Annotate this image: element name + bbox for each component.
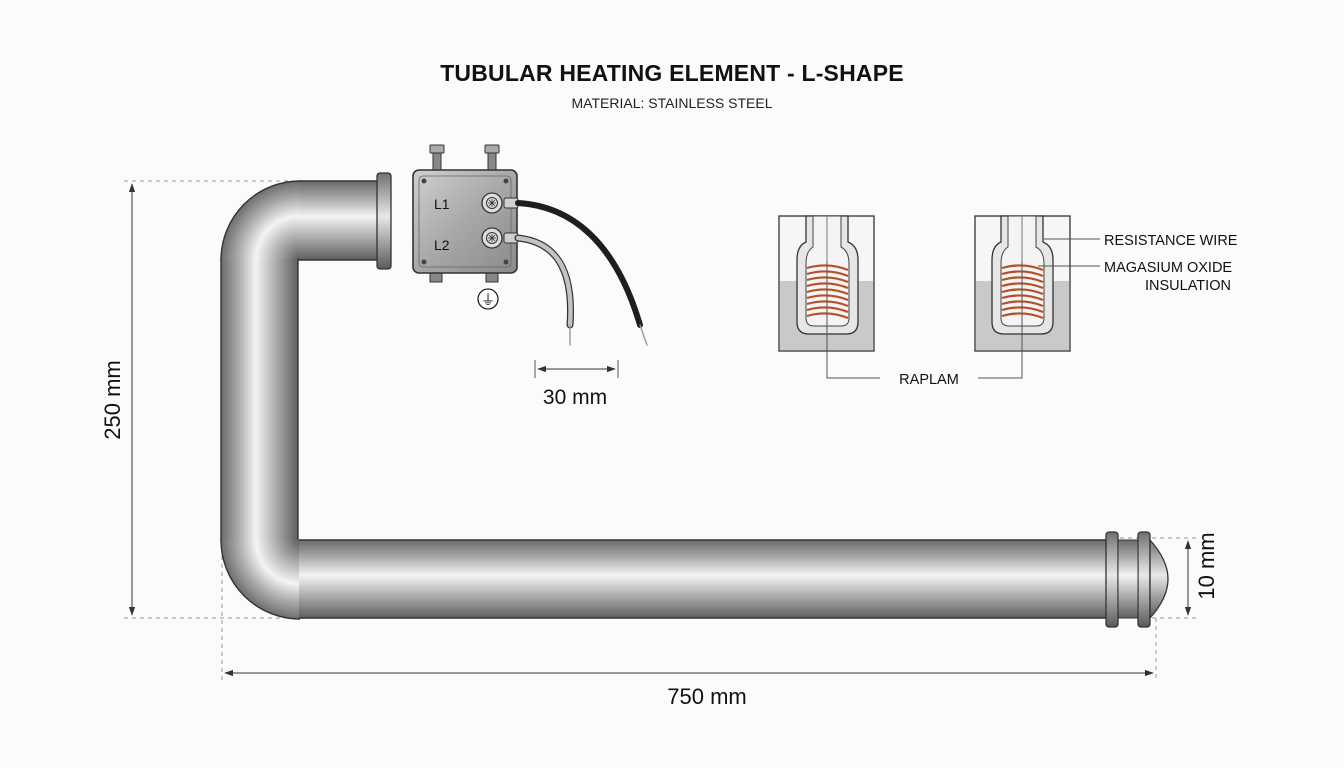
tube-bend-bottom [221, 540, 300, 619]
lead-wires [514, 200, 648, 346]
coil-right [1001, 264, 1044, 320]
diagram-subtitle: MATERIAL: STAINLESS STEEL [571, 95, 773, 111]
dimension-lead-length: 30 mm [534, 360, 619, 409]
resistance-wire-label: RESISTANCE WIRE [1104, 233, 1238, 249]
coil-left [806, 264, 849, 320]
terminal-box-body [412, 169, 518, 274]
ground-symbol: ⏚ [477, 288, 499, 310]
end-collar-1 [1105, 531, 1119, 628]
height-label: 250 mm [100, 360, 125, 439]
tube-horizontal-bottom [299, 540, 1111, 618]
insulation-label-line2: INSULATION [1145, 278, 1231, 294]
gray-lead-wire [515, 235, 573, 328]
terminal-collar [376, 172, 392, 270]
end-cap [1149, 538, 1169, 620]
terminal-l1-label: L1 [434, 196, 450, 212]
tube-bend-top [221, 181, 300, 260]
terminal-l2-label: L2 [434, 237, 450, 253]
length-label: 750 mm [667, 684, 746, 709]
diameter-label: 10 mm [1194, 532, 1219, 599]
dimension-length: 750 mm [224, 669, 1154, 709]
tube [220, 172, 1169, 628]
reference-lines [124, 180, 1198, 680]
dimension-diameter: 10 mm [1184, 532, 1219, 616]
dimension-height: 250 mm [100, 183, 136, 616]
tube-horizontal-top [299, 181, 381, 260]
gray-lead-wire-outline [514, 234, 575, 329]
sheath-label: RAPLAM [899, 372, 959, 388]
terminal-box: L1 L2 [412, 144, 519, 283]
lead-length-label: 30 mm [543, 386, 607, 409]
cross-section-leaders [826, 238, 1100, 379]
diagram-title: TUBULAR HEATING ELEMENT - L-SHAPE [440, 60, 904, 86]
black-lead-wire [515, 200, 643, 328]
end-collar-2 [1137, 531, 1151, 628]
insulation-label-line1: MAGASIUM OXIDE [1104, 260, 1232, 276]
ground-icon: ⏚ [481, 292, 495, 308]
tube-vertical [221, 259, 298, 541]
